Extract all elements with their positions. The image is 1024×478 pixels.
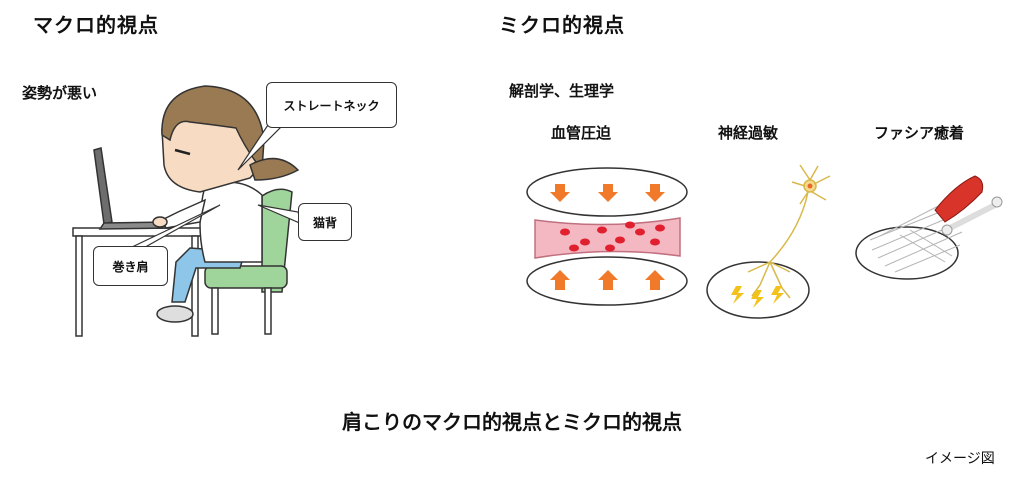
cat-back-callout: 猫背 bbox=[298, 203, 352, 241]
down-arrows bbox=[550, 184, 665, 202]
person-head bbox=[161, 85, 300, 193]
fascia-title: ファシア癒着 bbox=[874, 124, 965, 142]
diagram-caption: 肩こりのマクロ的視点とミクロ的視点 bbox=[342, 410, 682, 434]
blood-vessel-panel bbox=[526, 167, 688, 306]
blood-vessel-title: 血管圧迫 bbox=[551, 124, 612, 142]
nerve-title: 神経過敏 bbox=[718, 124, 779, 142]
rounded-shoulders-callout: 巻き肩 bbox=[93, 246, 168, 286]
person-torso bbox=[152, 181, 263, 263]
chair bbox=[204, 188, 293, 335]
blood-cells bbox=[560, 221, 665, 252]
nerve-panel bbox=[706, 164, 831, 319]
image-note: イメージ図 bbox=[925, 451, 995, 467]
straight-neck-callout: ストレートネック bbox=[266, 82, 397, 128]
blood-vessel bbox=[534, 217, 681, 259]
up-arrows bbox=[550, 270, 665, 290]
fascia-panel bbox=[855, 175, 1003, 280]
fascia-ellipse bbox=[855, 226, 959, 280]
sparks bbox=[731, 286, 784, 308]
macro-subheading: 姿勢が悪い bbox=[22, 84, 98, 102]
micro-subheading: 解剖学、生理学 bbox=[509, 82, 615, 100]
muscle-bone bbox=[934, 175, 1003, 236]
neuron bbox=[747, 164, 831, 299]
macro-heading: マクロ的視点 bbox=[33, 13, 159, 37]
laptop bbox=[93, 147, 174, 230]
micro-heading: ミクロ的視点 bbox=[499, 13, 625, 37]
